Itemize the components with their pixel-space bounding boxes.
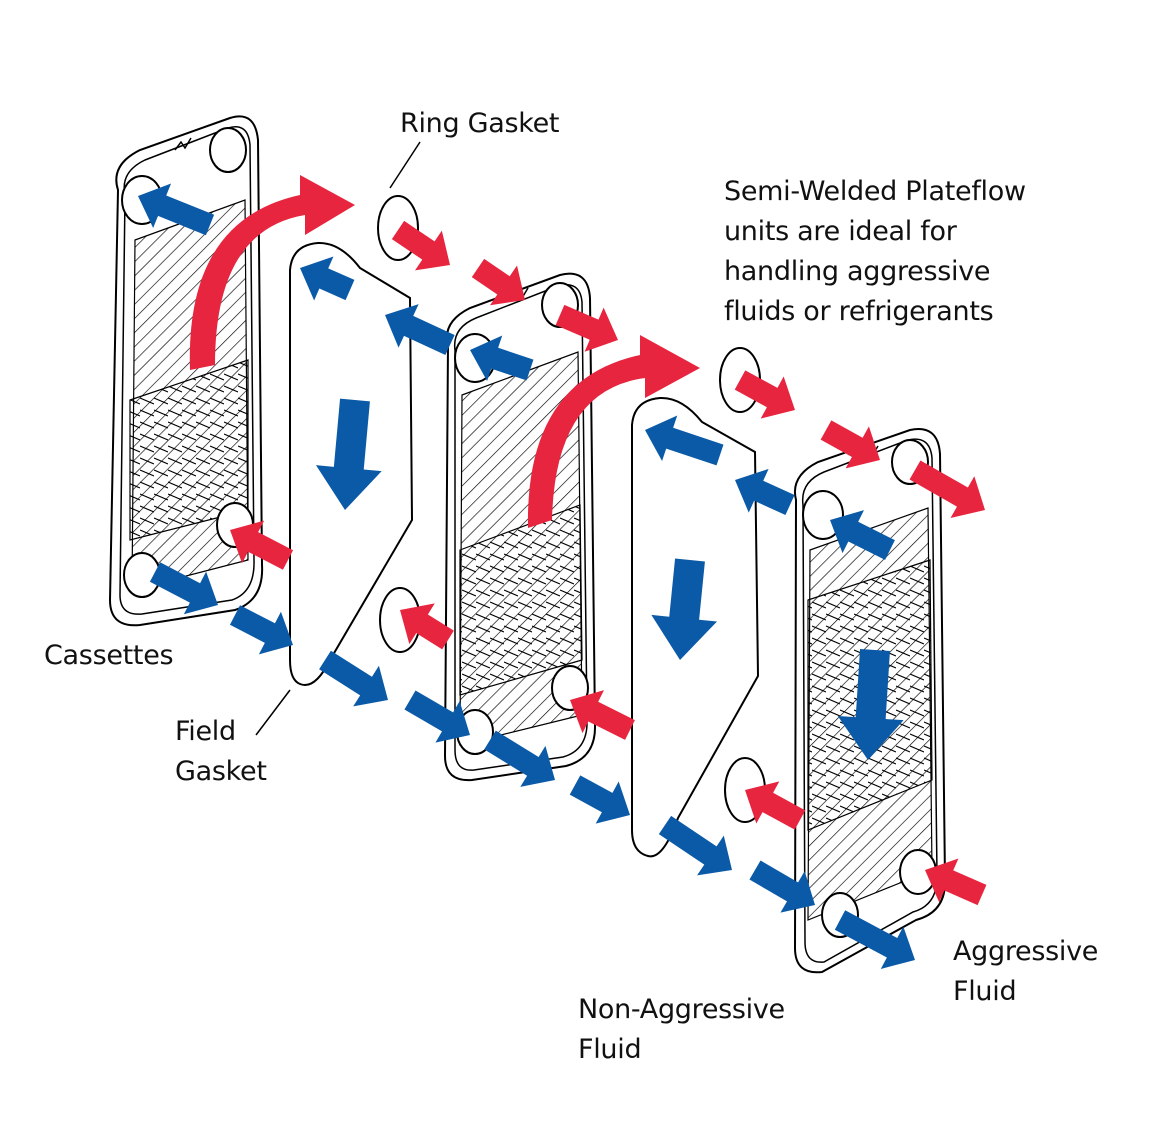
field-gasket-leader-line	[255, 689, 291, 736]
red-arrow-2	[471, 258, 525, 306]
blue-arrow-3	[385, 304, 455, 355]
blue-arrow-7	[830, 510, 895, 560]
ring-gasket-leader-line	[389, 141, 421, 189]
description-line-4: fluids or refrigerants	[724, 296, 994, 327]
red-curved-arrow-1	[189, 175, 355, 370]
blue-arrow-13	[569, 775, 630, 824]
description-line-1: Semi-Welded Plateflow	[724, 176, 1026, 207]
blue-arrow-14	[658, 815, 732, 876]
label-description: Semi-Welded Plateflow units are ideal fo…	[724, 172, 1026, 332]
label-field-gasket: Field Gasket	[175, 712, 267, 792]
blue-arrow-8	[149, 562, 218, 615]
blue-arrow-15	[749, 860, 815, 913]
cassette-1-port-top-right	[209, 127, 247, 173]
red-arrow-6	[909, 460, 985, 518]
blue-arrow-19	[837, 649, 904, 760]
cassette-2	[443, 272, 597, 782]
field-gasket-line-2: Gasket	[175, 756, 267, 787]
red-arrow-1	[391, 220, 450, 271]
field-gasket-line-1: Field	[175, 716, 236, 747]
red-arrow-11	[925, 858, 987, 906]
label-cassettes: Cassettes	[44, 640, 174, 671]
aggressive-line-2: Fluid	[953, 976, 1017, 1007]
blue-arrow-17	[315, 398, 382, 510]
red-curved-arrow-2	[527, 335, 700, 528]
red-arrow-3	[555, 304, 618, 352]
blue-arrow-2	[300, 256, 355, 301]
label-ring-gasket: Ring Gasket	[400, 108, 560, 139]
non-aggressive-line-1: Non-Aggressive	[578, 994, 785, 1025]
aggressive-line-1: Aggressive	[953, 936, 1099, 967]
red-arrow-10	[745, 781, 806, 830]
red-arrow-9	[570, 690, 635, 740]
label-aggressive-fluid: Aggressive Fluid	[953, 932, 1098, 1012]
red-arrow-7	[230, 520, 294, 570]
red-arrow-4	[734, 370, 795, 419]
label-non-aggressive-fluid: Non-Aggressive Fluid	[578, 990, 785, 1070]
blue-arrow-5	[645, 415, 724, 466]
red-arrow-5	[820, 420, 880, 469]
blue-arrow-1	[138, 183, 215, 236]
description-line-2: units are ideal for	[724, 216, 957, 247]
blue-arrow-18	[651, 558, 718, 660]
blue-arrow-12	[484, 730, 555, 787]
flow-arrows	[138, 175, 987, 969]
blue-arrow-16	[834, 910, 915, 969]
non-aggressive-line-2: Fluid	[578, 1034, 642, 1065]
description-line-3: handling aggressive	[724, 256, 991, 287]
blue-arrow-6	[735, 468, 795, 516]
red-arrow-8	[400, 603, 454, 650]
blue-arrow-10	[319, 650, 388, 707]
blue-arrow-11	[404, 690, 470, 743]
blue-arrow-4	[470, 335, 534, 381]
blue-arrow-9	[229, 605, 293, 655]
